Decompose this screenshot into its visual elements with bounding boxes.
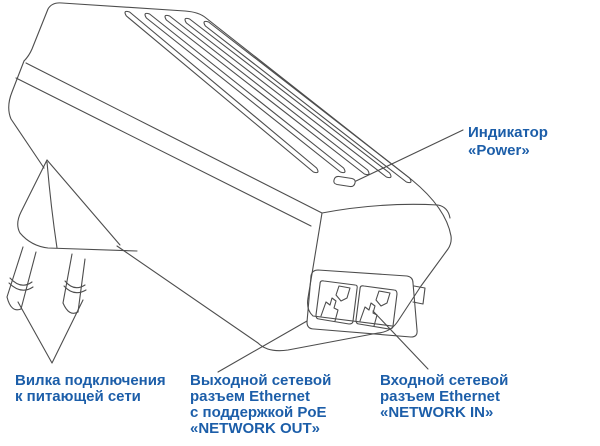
side-chamfer-ridge	[15, 77, 312, 227]
leader-line-network-in	[372, 310, 429, 370]
plug-base-front-edge	[46, 161, 58, 249]
top-face-left-ridge	[25, 62, 323, 214]
front-face-top-edge	[321, 203, 451, 219]
plug-base-outline	[17, 159, 138, 252]
label-power-indicator: Индикатор «Power»	[468, 124, 548, 159]
leader-line-network-out	[217, 320, 308, 373]
leader-line-power-indicator	[355, 129, 464, 182]
adapter-back-left-edge	[23, 2, 63, 62]
rj45-jack-network-out	[315, 280, 358, 325]
front-face-left-edge	[307, 212, 393, 327]
plug-base-top-edge	[46, 159, 121, 246]
power-led-indicator	[333, 175, 356, 188]
label-network-in: Входной сетевой разъем Ethernet «NETWORK…	[380, 372, 509, 421]
ethernet-recess-plate	[306, 269, 418, 338]
leader-line-mains-plug	[17, 299, 84, 364]
top-ventilation-grooves	[124, 10, 412, 184]
adapter-body-silhouette	[61, 2, 452, 352]
recess-side-tab	[412, 285, 426, 305]
plug-pin-left	[6, 246, 37, 311]
adapter-back-face-edge	[8, 60, 45, 169]
label-mains-plug: Вилка подключения к питающей сети	[15, 372, 166, 405]
plug-pin-right	[62, 253, 87, 314]
label-network-out: Выходной сетевой разъем Ethernet с подде…	[190, 372, 332, 437]
